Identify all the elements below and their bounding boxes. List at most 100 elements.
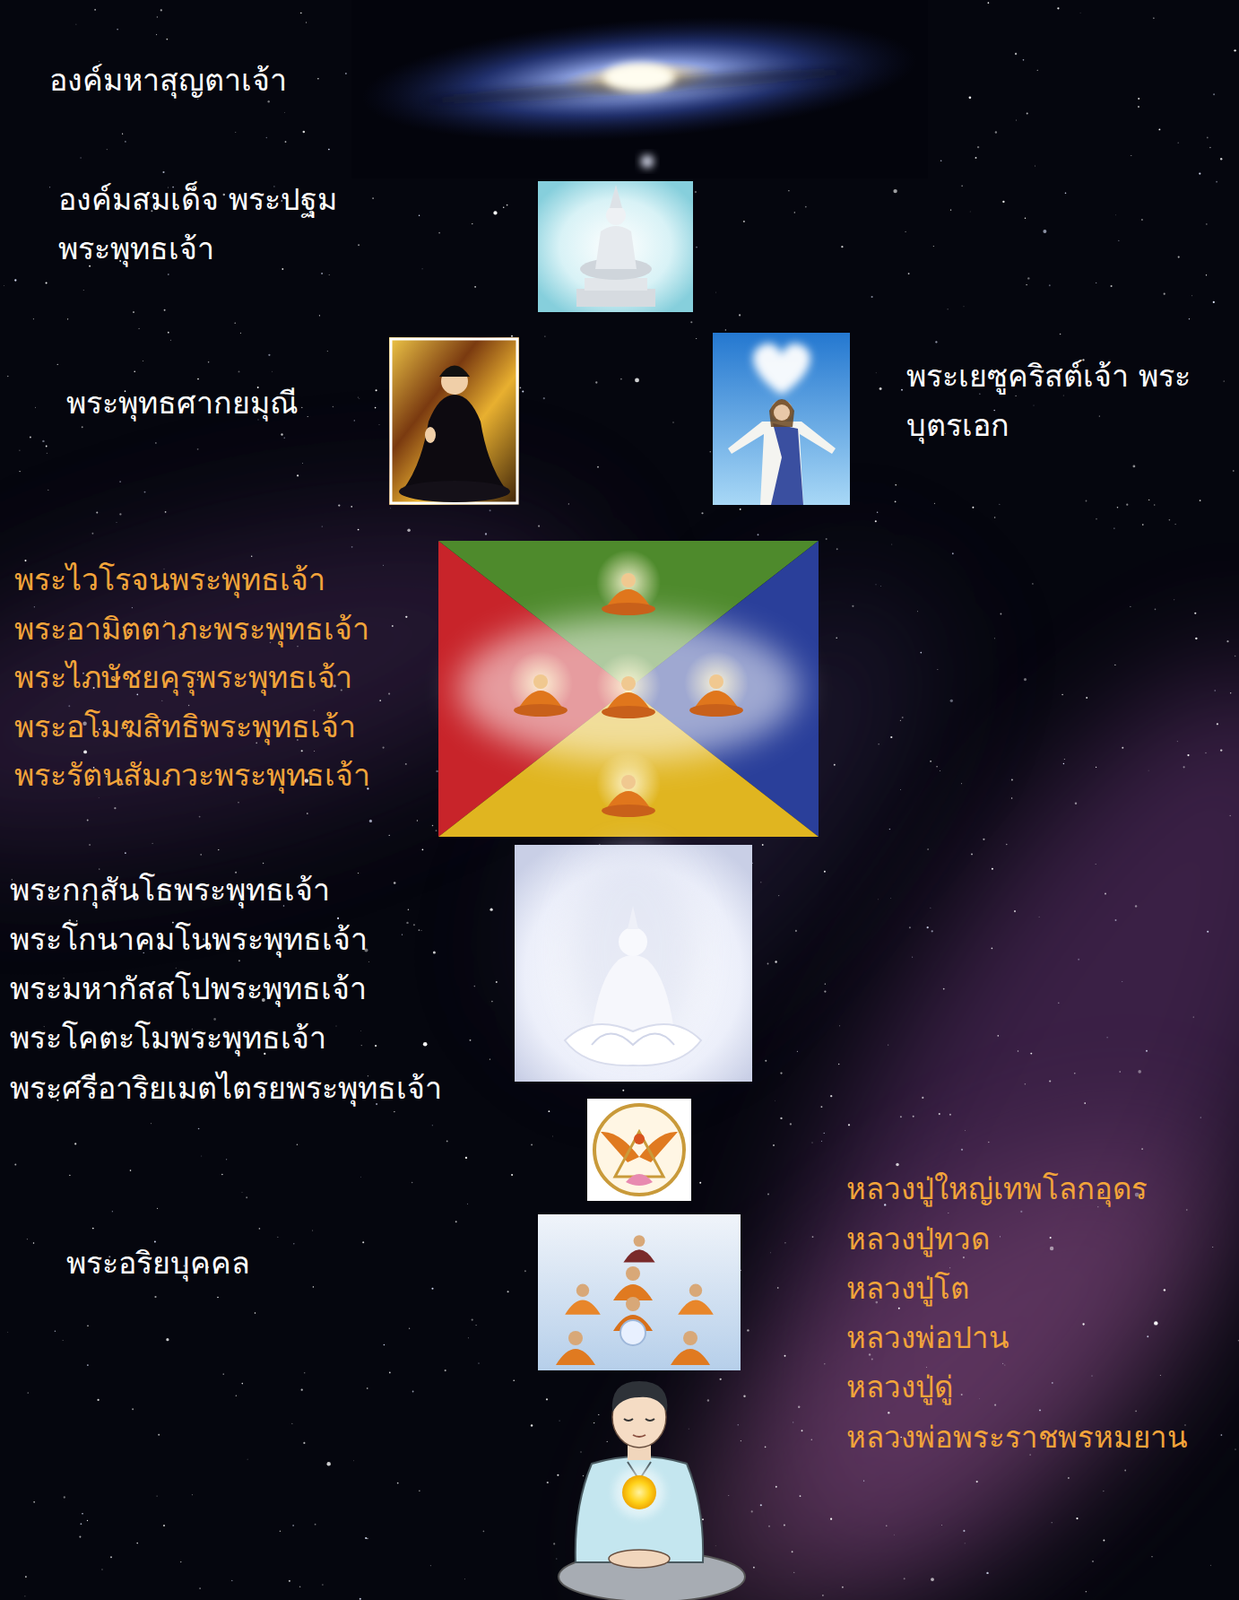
- shakyamuni-picture-part: [390, 338, 518, 503]
- star-field-part: [743, 220, 746, 223]
- star-field-part: [784, 1241, 787, 1244]
- star-field: [3, 0, 1239, 1600]
- star-field-part: [779, 1117, 782, 1119]
- star-field-part: [912, 1115, 915, 1118]
- monk-figures-part: [625, 1265, 641, 1281]
- star-field-part: [1082, 1322, 1084, 1325]
- star-field-part: [335, 1024, 338, 1027]
- jesus-picture-part: [712, 332, 850, 505]
- star-field-part: [489, 1058, 491, 1060]
- star-field-part: [582, 1474, 584, 1476]
- star-field-part: [154, 1240, 156, 1243]
- star-field-part: [901, 389, 903, 391]
- star-field-part: [892, 189, 897, 193]
- star-field-part: [279, 1530, 281, 1532]
- star-field-part: [1210, 1563, 1213, 1566]
- star-field-part: [489, 908, 493, 911]
- star-field-part: [303, 1441, 305, 1444]
- star-field-part: [879, 387, 883, 390]
- star-field-part: [887, 1044, 889, 1046]
- star-field-part: [293, 1242, 295, 1244]
- star-field-part: [743, 1394, 746, 1397]
- star-field-part: [411, 1181, 414, 1184]
- primordial-buddha-picture-part: [584, 277, 648, 291]
- star-field-part: [306, 812, 309, 815]
- star-field-part: [836, 547, 839, 550]
- star-field-part: [530, 1423, 533, 1426]
- star-field-part: [690, 320, 693, 323]
- star-field-part: [25, 1575, 27, 1577]
- star-field-part: [1039, 1408, 1041, 1411]
- star-field-part: [393, 881, 397, 884]
- star-field-part: [537, 525, 540, 528]
- star-field-part: [75, 23, 78, 26]
- star-field-part: [1095, 282, 1097, 284]
- label-holder: พระอริยบุคคล: [66, 1238, 251, 1288]
- star-field-part: [1005, 843, 1007, 845]
- meditating-person: [558, 1380, 746, 1600]
- primordial-buddha-picture-part: [606, 205, 626, 226]
- star-field-part: [947, 308, 949, 310]
- star-field-part: [303, 130, 306, 134]
- star-field-part: [319, 314, 321, 316]
- star-field-part: [138, 328, 139, 330]
- star-field-part: [822, 1594, 824, 1596]
- buddha-figures-part: [689, 703, 744, 717]
- star-field-part: [234, 322, 236, 324]
- text-label: พระอามิตตาภะพระพุทธเจ้า: [14, 604, 370, 654]
- star-field-part: [200, 1154, 203, 1157]
- star-field-part: [199, 815, 201, 818]
- star-field-part: [465, 1156, 468, 1159]
- star-field-part: [991, 867, 994, 870]
- star-field-part: [795, 929, 798, 932]
- star-field-part: [941, 1524, 944, 1526]
- star-field-part: [777, 1286, 780, 1289]
- star-field-part: [949, 1113, 952, 1116]
- lotus-buddha-picture: [514, 844, 753, 1082]
- star-field-part: [1160, 1374, 1162, 1376]
- star-field-part: [767, 962, 770, 965]
- star-field-part: [961, 782, 963, 785]
- star-field-part: [416, 819, 418, 821]
- star-field-part: [321, 1583, 324, 1586]
- star-field-part: [281, 268, 284, 270]
- star-field-part: [935, 765, 938, 768]
- star-field-part: [119, 480, 122, 483]
- star-field-part: [994, 637, 996, 639]
- star-field-part: [927, 848, 929, 850]
- noble-monks-picture-part: [537, 1213, 741, 1370]
- buddha-figures-part: [596, 652, 661, 718]
- star-field-part: [98, 868, 100, 870]
- star-field-part: [366, 1537, 369, 1540]
- star-field-part: [350, 505, 353, 508]
- star-field-part: [217, 849, 219, 850]
- star-field-part: [7, 1330, 9, 1333]
- text-label: พระกกุสันโธพระพุทธเจ้า: [9, 865, 330, 915]
- star-field-part: [963, 1129, 966, 1132]
- star-field-part: [63, 1495, 66, 1498]
- star-field-part: [931, 929, 934, 932]
- star-field-part: [521, 390, 524, 393]
- buddha-figures-part: [601, 804, 656, 817]
- star-field-part: [794, 211, 796, 213]
- galaxy-picture-part: [424, 62, 855, 109]
- star-field-part: [880, 585, 882, 587]
- star-field-part: [1188, 318, 1190, 320]
- monk-figures-part: [670, 1348, 711, 1365]
- phoenix-emblem-part: [594, 1104, 685, 1195]
- buddha-figures-part: [601, 705, 656, 719]
- star-field-part: [401, 933, 403, 935]
- star-field-part: [357, 397, 359, 399]
- star-field-part: [687, 1427, 690, 1430]
- star-field-part: [156, 16, 158, 18]
- star-field-part: [1024, 1083, 1027, 1085]
- star-field-part: [1067, 1476, 1070, 1479]
- star-field-part: [597, 466, 599, 468]
- star-field-part: [69, 1174, 70, 1176]
- star-field-part: [1049, 1246, 1054, 1250]
- jesus-picture-part: [769, 398, 795, 427]
- star-field-part: [83, 749, 87, 754]
- star-field-part: [423, 1041, 428, 1047]
- star-field-part: [961, 185, 962, 187]
- star-field-part: [491, 1000, 494, 1003]
